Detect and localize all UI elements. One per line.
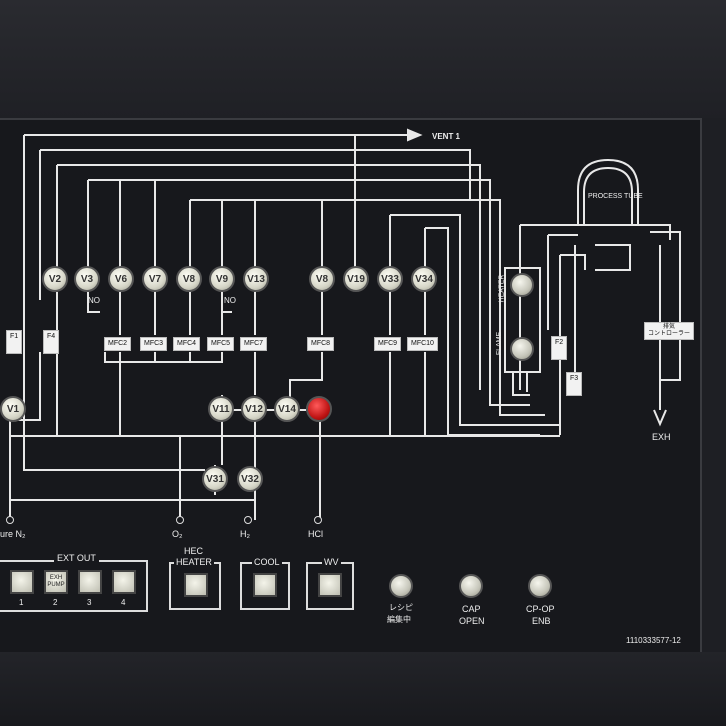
hcl-port-icon xyxy=(314,516,322,524)
ext-out-button-1[interactable] xyxy=(10,570,34,594)
valve-red-indicator[interactable] xyxy=(306,396,332,422)
valve-v19[interactable]: V19 xyxy=(343,266,369,292)
recipe-label-2: 編集中 xyxy=(387,614,411,625)
ext-out-title: EXT OUT xyxy=(54,553,99,563)
process-tube-label: PROCESS TUBE xyxy=(588,192,628,201)
wv-label: WV xyxy=(322,557,341,567)
cap-open-button[interactable] xyxy=(459,574,483,598)
filter-f3: F3 xyxy=(566,372,582,396)
valve-v11[interactable]: V11 xyxy=(208,396,234,422)
valve-v13[interactable]: V13 xyxy=(243,266,269,292)
heater-indicator[interactable] xyxy=(510,273,534,297)
valve-v31[interactable]: V31 xyxy=(202,466,228,492)
serial-number: 1110333577-12 xyxy=(626,636,681,645)
valve-v33[interactable]: V33 xyxy=(377,266,403,292)
recipe-editing-button[interactable] xyxy=(389,574,413,598)
valve-v12[interactable]: V12 xyxy=(241,396,267,422)
hec-heater-label: HEATER xyxy=(174,557,214,567)
mfc4-tag: MFC4 xyxy=(173,337,200,351)
valve-v7[interactable]: V7 xyxy=(142,266,168,292)
n2-port-icon xyxy=(6,516,14,524)
filter-f2: F2 xyxy=(551,336,567,360)
filter-f1: F1 xyxy=(6,330,22,354)
mfc5-tag: MFC5 xyxy=(207,337,234,351)
mfc7-tag: MFC7 xyxy=(240,337,267,351)
filter-f4: F4 xyxy=(43,330,59,354)
valve-v2[interactable]: V2 xyxy=(42,266,68,292)
wv-button[interactable] xyxy=(318,573,342,597)
ext-out-button-2[interactable]: EXH PUMP xyxy=(44,570,68,594)
o2-port-icon xyxy=(176,516,184,524)
ext-out-number: 3 xyxy=(87,598,91,607)
vent-label: VENT 1 xyxy=(432,132,460,141)
flame-label: FLAME xyxy=(496,332,503,355)
ext-out-number: 4 xyxy=(121,598,125,607)
valve-v9[interactable]: V9 xyxy=(209,266,235,292)
hec-label: HEC xyxy=(184,546,203,556)
h2-port-icon xyxy=(244,516,252,524)
vent-arrow xyxy=(408,130,420,140)
exh-label: EXH xyxy=(652,432,671,442)
valve-v18[interactable]: V8 xyxy=(309,266,335,292)
mfc2-tag: MFC2 xyxy=(104,337,131,351)
cool-button[interactable] xyxy=(253,573,277,597)
ext-out-button-3[interactable] xyxy=(78,570,102,594)
valve-v14[interactable]: V14 xyxy=(274,396,300,422)
cap-label-2: OPEN xyxy=(459,616,485,626)
mfc9-tag: MFC9 xyxy=(374,337,401,351)
cap-label-1: CAP xyxy=(462,604,481,614)
cpop-label-2: ENB xyxy=(532,616,551,626)
no-label: NO xyxy=(88,296,100,305)
cool-label: COOL xyxy=(252,557,282,567)
valve-v3[interactable]: V3 xyxy=(74,266,100,292)
flame-indicator[interactable] xyxy=(510,337,534,361)
valve-v32[interactable]: V32 xyxy=(237,466,263,492)
heater-label: HEATER xyxy=(498,275,505,303)
ext-out-number: 1 xyxy=(19,598,23,607)
ext-out-button-4[interactable] xyxy=(112,570,136,594)
heater-button[interactable] xyxy=(184,573,208,597)
exhaust-controller: 排気 コントローラー xyxy=(644,322,694,340)
mfc3-tag: MFC3 xyxy=(140,337,167,351)
recipe-label-1: レシピ xyxy=(389,602,413,613)
h2-label: H₂ xyxy=(240,529,250,539)
n2-label: ure N₂ xyxy=(0,529,26,539)
mfc10-tag: MFC10 xyxy=(407,337,438,351)
hcl-label: HCl xyxy=(308,529,323,539)
no-label: NO xyxy=(224,296,236,305)
valve-v6[interactable]: V6 xyxy=(108,266,134,292)
valve-v8[interactable]: V8 xyxy=(176,266,202,292)
valve-v1[interactable]: V1 xyxy=(0,396,26,422)
ext-out-number: 2 xyxy=(53,598,57,607)
valve-v34[interactable]: V34 xyxy=(411,266,437,292)
cpop-label-1: CP-OP xyxy=(526,604,555,614)
o2-label: O₂ xyxy=(172,529,183,539)
cp-op-enable-button[interactable] xyxy=(528,574,552,598)
mfc8-tag: MFC8 xyxy=(307,337,334,351)
